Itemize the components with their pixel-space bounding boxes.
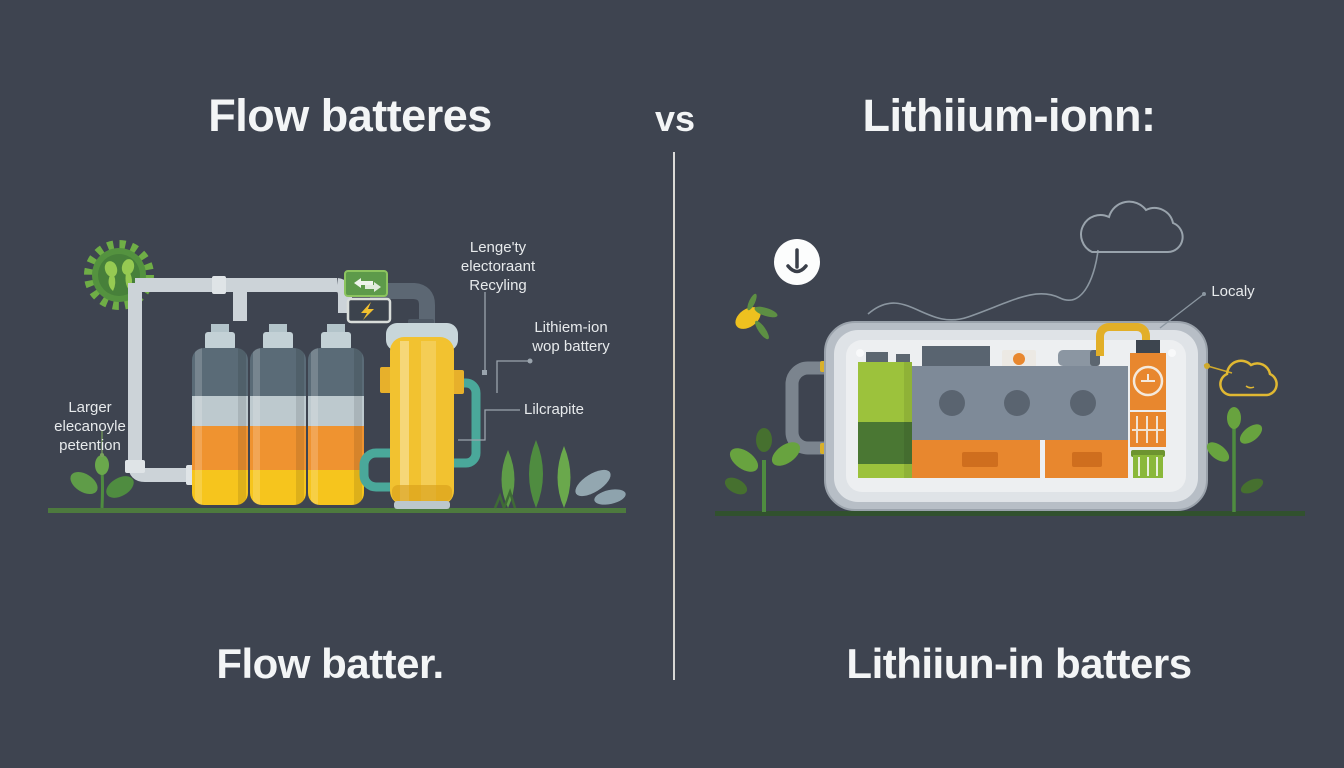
plant-icon — [70, 430, 134, 509]
electrolyte-retention-label: Larger elecanoyle petention — [54, 399, 126, 454]
sprout-icon — [1206, 407, 1264, 512]
cloud-outline-yellow-icon — [1203, 359, 1278, 397]
ground-line-right — [715, 511, 1305, 516]
lithium-ion-diagram — [715, 200, 1305, 516]
electrolyte-cylinder — [359, 323, 481, 509]
locally-label: Localy — [1211, 283, 1255, 300]
lightning-chip-icon — [346, 297, 392, 324]
flow-tank — [250, 324, 306, 505]
orange-battery — [1096, 323, 1166, 447]
download-circle-icon — [774, 239, 820, 285]
gray-module — [912, 346, 1128, 478]
wavy-wire — [867, 249, 1099, 321]
pipe-flange — [212, 276, 226, 294]
green-canister — [1131, 450, 1165, 478]
lithium-ion-title: Lithiium-ionn: — [862, 90, 1156, 141]
graphite-label: Lilcrapite — [524, 401, 585, 418]
dark-pipe — [370, 283, 435, 323]
battery-internals — [858, 323, 1166, 478]
ground-line-left — [48, 508, 626, 513]
leader-lines — [458, 292, 533, 441]
leaf-cluster-icon — [493, 440, 626, 509]
green-cell — [858, 352, 912, 478]
case-handle — [785, 361, 828, 455]
yellow-wire — [1096, 323, 1150, 356]
center-divider — [673, 152, 675, 680]
electrolyte-recycling-label: Lenge'ty electoraant Recyling — [460, 239, 536, 294]
flow-tank-array — [192, 324, 364, 505]
lithium-ion-battery-label: Lithiem-ion wop battery — [532, 319, 610, 355]
pipe-flange — [125, 460, 145, 473]
recycle-chip-icon — [344, 270, 388, 297]
vs-label: vs — [654, 98, 696, 139]
cloud-outline-icon — [1080, 200, 1184, 253]
flow-battery-title: Flow batteres — [208, 90, 492, 141]
flow-battery-diagram — [48, 240, 626, 513]
sprout-icon — [735, 293, 778, 340]
flow-battery-caption: Flow batter. — [216, 640, 444, 687]
lithium-ion-caption: Lithiiun-in batters — [846, 640, 1192, 687]
flow-tank — [308, 324, 364, 505]
flow-tank — [192, 324, 248, 505]
locally-leader — [1159, 292, 1206, 329]
plant-icon — [724, 428, 801, 512]
